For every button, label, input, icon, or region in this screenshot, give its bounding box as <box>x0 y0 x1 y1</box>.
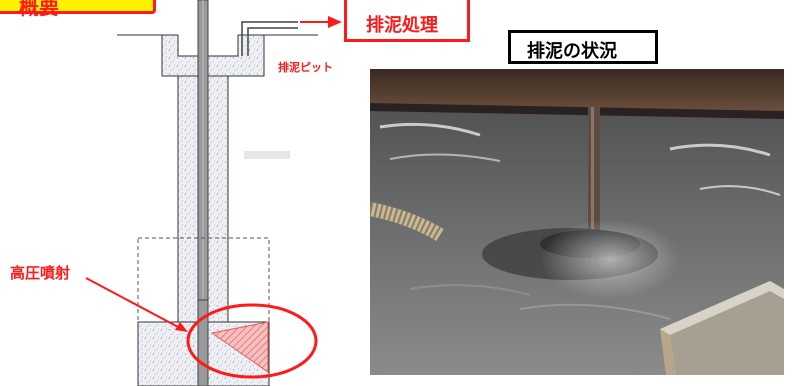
sludge-pit-label: 排泥ピット <box>278 61 333 74</box>
sludge-arrow-head <box>328 16 342 28</box>
jet-arrow-line <box>85 277 181 329</box>
sludge-photo <box>370 69 784 375</box>
title-badge: 概要 <box>0 0 156 19</box>
photo-beam <box>370 69 784 111</box>
jet-highlight-ellipse <box>186 303 318 379</box>
high-pressure-jet-label: 高圧噴射 <box>10 264 71 282</box>
photo-hose <box>370 202 444 242</box>
jet-arrow-head <box>175 322 188 332</box>
column-marker <box>244 151 290 159</box>
sludge-treatment-label: 排泥処理 <box>366 15 438 36</box>
jet-spray <box>210 321 269 373</box>
sludge-treatment-box: 排泥処理 <box>344 0 470 42</box>
sludge-status-label: 排泥の状況 <box>527 41 617 62</box>
sludge-status-box: 排泥の状況 <box>508 30 658 64</box>
discharge-pipe <box>241 21 298 56</box>
improvement-zone <box>137 237 270 386</box>
title-badge-label: 概要 <box>19 0 59 19</box>
